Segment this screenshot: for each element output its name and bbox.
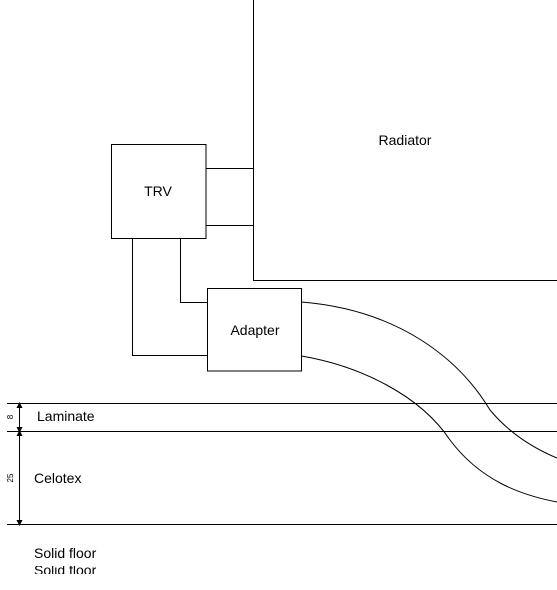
- celotex-dimension-label: 25: [6, 473, 15, 482]
- flex-pipe-lower: [301, 355, 557, 503]
- solid-floor-label: Solid floor: [34, 545, 97, 561]
- laminate-label: Laminate: [37, 408, 95, 424]
- trv-adapter-pipe-outer: [132, 238, 208, 356]
- radiator-outline: [253, 0, 557, 281]
- adapter-label: Adapter: [230, 322, 279, 338]
- laminate-dimension-label: 8: [6, 414, 15, 419]
- adapter-box: [207, 288, 302, 372]
- trv-box: [111, 144, 207, 239]
- trv-adapter-pipe-inner: [180, 238, 208, 303]
- radiator-label: Radiator: [379, 132, 432, 148]
- flex-pipe-upper: [301, 301, 557, 459]
- trv-label: TRV: [144, 183, 172, 199]
- solid-floor-clipped-caption: Solid floor: [34, 562, 97, 578]
- celotex-label: Celotex: [34, 470, 81, 486]
